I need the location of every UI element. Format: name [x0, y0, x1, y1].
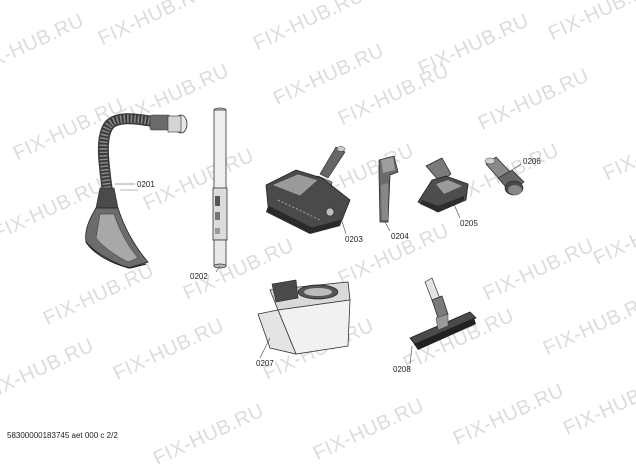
dust-bag-icon[interactable] — [257, 279, 351, 355]
document-footer: 58300000183745 aet 000 c 2/2 — [7, 431, 118, 440]
leader-line-0204 — [384, 221, 391, 232]
dusting-brush-icon[interactable] — [484, 156, 525, 196]
crevice-nozzle-icon[interactable] — [378, 155, 399, 223]
telescopic-tube-icon[interactable] — [212, 107, 228, 269]
part-label-0204: 0204 — [391, 232, 409, 241]
part-label-0207: 0207 — [256, 359, 274, 368]
parquet-nozzle-icon[interactable] — [409, 277, 477, 350]
part-label-0201: 0201 — [137, 180, 155, 189]
leader-line-0203 — [339, 214, 347, 235]
upholstery-nozzle-icon[interactable] — [417, 157, 469, 213]
part-label-0203: 0203 — [345, 235, 363, 244]
leader-line-0207 — [259, 337, 271, 359]
part-label-0205: 0205 — [460, 219, 478, 228]
leader-lines — [115, 163, 522, 365]
leader-line-0206 — [511, 163, 522, 171]
hose-handle-icon[interactable] — [85, 113, 188, 269]
leader-line-0205 — [451, 199, 461, 219]
exploded-parts-diagram — [85, 107, 525, 365]
part-label-0202: 0202 — [190, 272, 208, 281]
part-label-0208: 0208 — [393, 365, 411, 374]
part-label-0206: 0206 — [523, 157, 541, 166]
leader-line-0202 — [215, 265, 221, 273]
floor-nozzle-icon[interactable] — [265, 146, 351, 235]
leader-line-0208 — [409, 345, 413, 365]
